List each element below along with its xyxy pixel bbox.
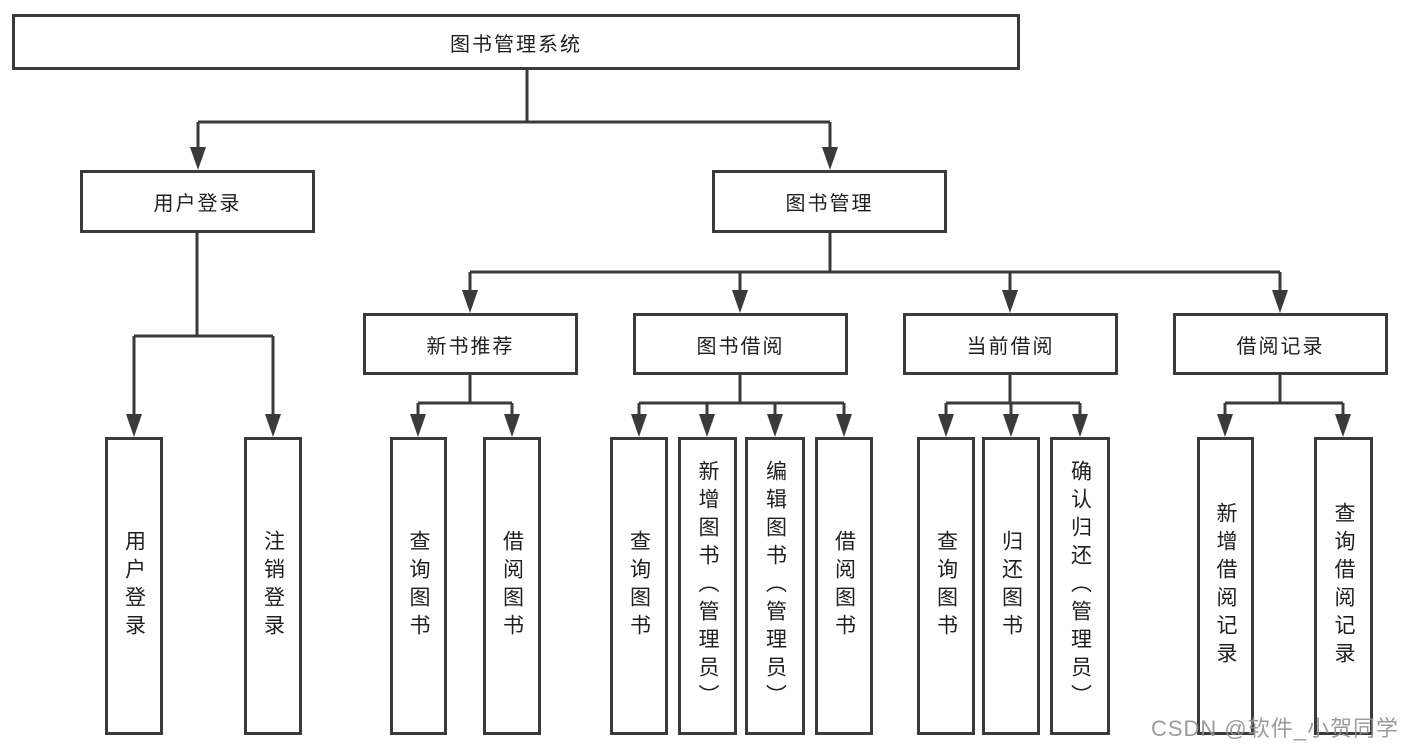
connector-book-mgmt-to-level3 — [462, 233, 1288, 313]
leaf-confirm-return-admin-label: 确认归还（管理员） — [1068, 460, 1092, 712]
node-user-login-label: 用户登录 — [153, 193, 242, 215]
leaf-add-borrow-record: 新增借阅记录 — [1197, 437, 1254, 735]
leaf-query-books-1-label: 查询图书 — [407, 530, 430, 642]
node-book-management-label: 图书管理 — [785, 193, 874, 215]
leaf-borrow-books-2: 借阅图书 — [815, 437, 873, 735]
leaf-query-borrow-record-label: 查询借阅记录 — [1332, 502, 1355, 670]
connector-new-book-to-leaves — [410, 375, 520, 437]
leaf-return-books-label: 归还图书 — [999, 530, 1023, 642]
csdn-watermark: CSDN @软件_小贺同学 — [1150, 716, 1399, 741]
node-borrowing-records: 借阅记录 — [1173, 313, 1388, 375]
leaf-confirm-return-admin: 确认归还（管理员） — [1050, 437, 1110, 735]
node-root: 图书管理系统 — [12, 14, 1020, 70]
node-book-borrowing: 图书借阅 — [633, 313, 848, 375]
node-new-book-recommend-label: 新书推荐 — [426, 335, 515, 358]
leaf-query-borrow-record: 查询借阅记录 — [1314, 437, 1373, 735]
node-book-borrowing-label: 图书借阅 — [696, 335, 785, 358]
leaf-query-books-2-label: 查询图书 — [627, 530, 651, 642]
leaf-borrow-books-2-label: 借阅图书 — [832, 530, 856, 642]
node-book-management: 图书管理 — [712, 170, 947, 233]
node-current-borrowing-label: 当前借阅 — [966, 335, 1055, 358]
leaf-logout: 注销登录 — [244, 437, 302, 735]
leaf-return-books: 归还图书 — [982, 437, 1040, 735]
node-new-book-recommend: 新书推荐 — [363, 313, 578, 375]
leaf-user-login: 用户登录 — [105, 437, 163, 735]
leaf-borrow-books-1: 借阅图书 — [483, 437, 541, 735]
connector-borrow-records-to-leaves — [1217, 375, 1351, 437]
leaf-query-books-1: 查询图书 — [390, 437, 447, 735]
leaf-query-books-3: 查询图书 — [917, 437, 975, 735]
leaf-user-login-label: 用户登录 — [122, 530, 146, 642]
connector-user-login-to-leaves — [126, 233, 281, 437]
leaf-add-borrow-record-label: 新增借阅记录 — [1214, 502, 1237, 670]
leaf-edit-books-admin: 编辑图书（管理员） — [745, 437, 805, 735]
node-root-label: 图书管理系统 — [450, 33, 582, 56]
leaf-borrow-books-1-label: 借阅图书 — [500, 530, 524, 642]
leaf-query-books-2: 查询图书 — [610, 437, 668, 735]
leaf-logout-label: 注销登录 — [261, 530, 285, 642]
connector-book-borrow-to-leaves — [631, 375, 852, 437]
connector-current-borrow-to-leaves — [938, 375, 1088, 437]
node-user-login: 用户登录 — [80, 170, 315, 233]
node-borrowing-records-label: 借阅记录 — [1236, 335, 1325, 358]
leaf-edit-books-admin-label: 编辑图书（管理员） — [763, 460, 787, 712]
leaf-add-books-admin: 新增图书（管理员） — [678, 437, 737, 735]
leaf-query-books-3-label: 查询图书 — [934, 530, 958, 642]
connector-root-to-level2 — [190, 70, 838, 170]
leaf-add-books-admin-label: 新增图书（管理员） — [696, 460, 719, 712]
node-current-borrowing: 当前借阅 — [903, 313, 1118, 375]
